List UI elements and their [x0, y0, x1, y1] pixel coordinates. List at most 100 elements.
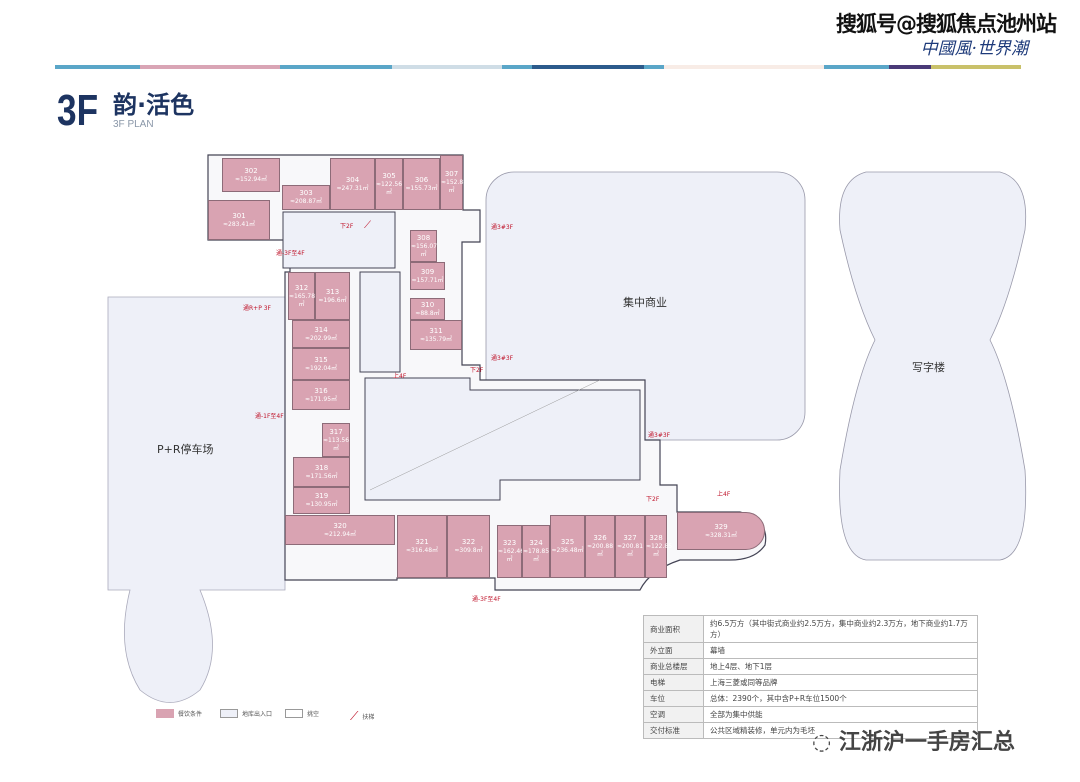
down-tag: 下2F [470, 367, 484, 374]
project-info-table: 商业面积约6.5万方（其中街式商业约2.5万方，集中商业约2.3万方，地下商业约… [643, 615, 978, 739]
unit-area: ≈130.95㎡ [305, 501, 338, 509]
legend-garage: 地库出入口 [220, 709, 272, 718]
unit-319[interactable]: 319≈130.95㎡ [293, 487, 350, 514]
unit-328[interactable]: 328≈122.85㎡ [645, 515, 673, 578]
unit-325[interactable]: 325≈236.48㎡ [550, 515, 585, 578]
legend-label: 扶梯 [362, 714, 375, 721]
unit-number: 303 [299, 189, 313, 198]
unit-area: ≈171.56㎡ [305, 472, 338, 480]
unit-number: 317 [329, 427, 343, 436]
unit-area: ≈165.78㎡ [289, 292, 316, 308]
unit-number: 320 [333, 521, 347, 530]
brand-script: 中國風·世界潮 [920, 39, 1028, 59]
legend-label: 餐饮条件 [178, 711, 203, 718]
unit-number: 325 [560, 538, 575, 547]
unit-314[interactable]: 314≈202.99㎡ [292, 320, 350, 348]
dining-swatch [156, 709, 174, 718]
unit-309[interactable]: 309≈157.71㎡ [410, 262, 445, 290]
unit-308[interactable]: 308≈156.07㎡ [410, 230, 437, 262]
table-row: 交付标准公共区域精装修，单元内为毛坯 [643, 722, 978, 739]
unit-303[interactable]: 303≈208.87㎡ [282, 185, 330, 210]
unit-area: ≈122.85㎡ [646, 543, 673, 559]
unit-304[interactable]: 304≈247.31㎡ [330, 158, 375, 210]
unit-area: ≈135.79㎡ [419, 335, 453, 343]
void-swatch [285, 709, 303, 718]
unit-302[interactable]: 302≈152.94㎡ [222, 158, 280, 192]
unit-318[interactable]: 318≈171.56㎡ [293, 457, 350, 487]
unit-number: 323 [502, 539, 517, 548]
unit-number: 316 [314, 386, 328, 395]
table-row: 外立面幕墙 [643, 642, 978, 659]
row-value: 全部为集中供能 [703, 706, 978, 723]
strip-segment [280, 65, 392, 69]
unit-323[interactable]: 323≈162.46㎡ [497, 525, 524, 578]
unit-number: 308 [416, 233, 431, 242]
unit-number: 328 [649, 534, 663, 543]
unit-area: ≈200.81㎡ [616, 543, 644, 559]
unit-number: 321 [415, 538, 429, 547]
unit-number: 314 [314, 325, 328, 334]
unit-320[interactable]: 320≈212.94㎡ [285, 515, 395, 545]
unit-324[interactable]: 324≈178.85㎡ [522, 525, 550, 578]
transfer-tag: 通3#3F [648, 432, 671, 439]
row-label: 空调 [643, 706, 704, 723]
unit-area: ≈152.88㎡ [441, 179, 468, 195]
parking-label: P+R停车场 [157, 443, 214, 456]
unit-329[interactable]: 329≈328.31㎡ [677, 512, 765, 550]
parking-area [107, 296, 286, 703]
row-value: 地上4层、地下1层 [703, 658, 978, 675]
strip-segment [931, 65, 1021, 69]
unit-number: 318 [314, 463, 329, 472]
unit-area: ≈247.31㎡ [336, 184, 369, 192]
unit-313[interactable]: 313≈196.6㎡ [315, 272, 350, 320]
unit-301[interactable]: 301≈283.41㎡ [208, 200, 270, 240]
row-label: 车位 [643, 690, 704, 707]
unit-area: ≈152.94㎡ [234, 175, 268, 183]
table-row: 车位总体：2390个，其中含P+R车位1500个 [643, 690, 978, 707]
unit-321[interactable]: 321≈316.48㎡ [397, 515, 447, 578]
unit-315[interactable]: 315≈192.04㎡ [292, 348, 350, 380]
unit-327[interactable]: 327≈200.81㎡ [615, 515, 645, 578]
unit-number: 309 [420, 267, 435, 276]
escalator-icon: ⟋ [350, 709, 359, 723]
table-row: 商业总楼层地上4层、地下1层 [643, 658, 978, 675]
strip-segment [55, 65, 140, 69]
unit-number: 324 [529, 539, 543, 548]
watermark: 搜狐号@搜狐焦点池州站 [836, 12, 1057, 36]
unit-310[interactable]: 310≈88.8㎡ [410, 298, 445, 320]
unit-305[interactable]: 305≈122.56㎡ [375, 158, 403, 210]
down-tag: 下2F [340, 223, 354, 230]
unit-area: ≈328.31㎡ [704, 531, 738, 539]
office-label: 写字楼 [912, 361, 945, 374]
unit-area: ≈122.56㎡ [376, 180, 403, 196]
unit-area: ≈309.8㎡ [454, 547, 483, 555]
unit-number: 326 [593, 534, 607, 543]
unit-312[interactable]: 312≈165.78㎡ [288, 272, 315, 320]
unit-area: ≈178.85㎡ [523, 548, 550, 564]
unit-area: ≈200.88㎡ [586, 543, 614, 559]
down-tag: 下2F [646, 496, 660, 503]
strip-segment [502, 65, 532, 69]
strip-segment [392, 65, 502, 69]
unit-322[interactable]: 322≈309.8㎡ [447, 515, 490, 578]
unit-307[interactable]: 307≈152.88㎡ [440, 155, 468, 210]
unit-317[interactable]: 317≈113.56㎡ [322, 423, 350, 457]
row-label: 商业面积 [643, 615, 704, 643]
legend-void: 挑空 [285, 709, 319, 718]
wechat-watermark: ◌ 江浙沪一手房汇总 [812, 724, 1015, 756]
table-row: 电梯上海三菱或同等品牌 [643, 674, 978, 691]
transfer-tag: 通3#3F [491, 355, 514, 362]
unit-number: 313 [325, 287, 340, 296]
unit-306[interactable]: 306≈155.73㎡ [403, 158, 440, 210]
strip-segment [824, 65, 889, 69]
unit-area: ≈202.99㎡ [304, 334, 338, 342]
transfer-tag: 通-3F至4F [276, 250, 305, 257]
unit-311[interactable]: 311≈135.79㎡ [410, 320, 462, 350]
unit-326[interactable]: 326≈200.88㎡ [585, 515, 615, 578]
row-value: 公共区域精装修，单元内为毛坯 [703, 722, 978, 739]
unit-area: ≈113.56㎡ [323, 436, 350, 452]
unit-316[interactable]: 316≈171.95㎡ [292, 380, 350, 410]
up-tag: 上4F [393, 373, 407, 380]
strip-segment [140, 65, 280, 69]
legend-label: 地库出入口 [242, 711, 273, 718]
